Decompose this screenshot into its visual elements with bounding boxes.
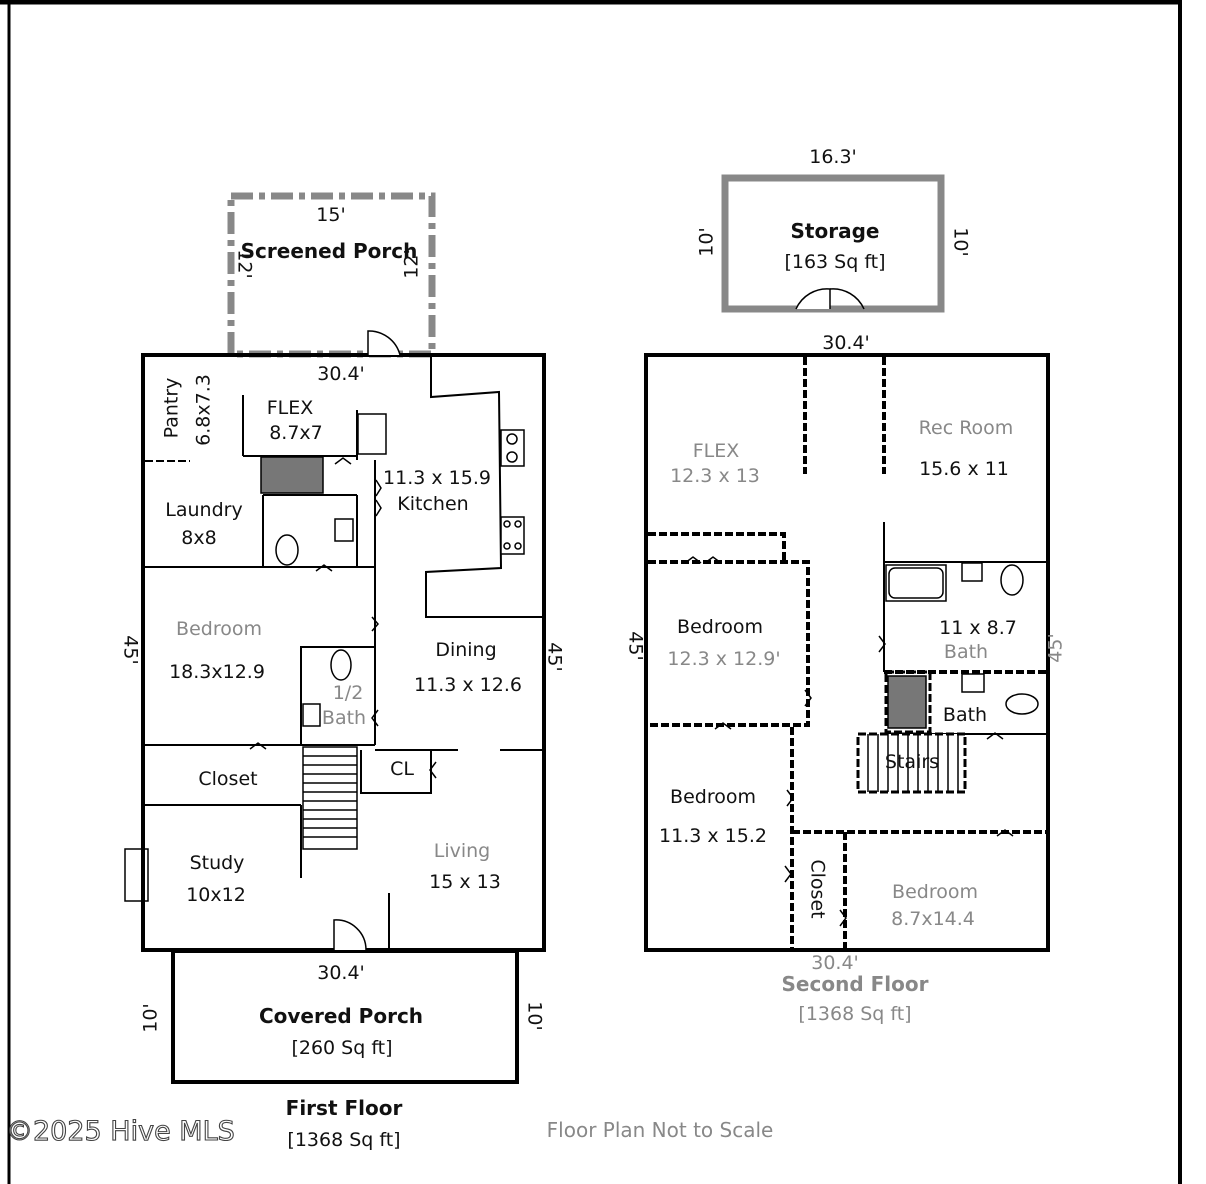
storage-left-dim: 10' [696, 227, 718, 256]
bedroom-c-label: Bedroom [892, 881, 978, 903]
first-floor-top-dim: 30.4' [317, 363, 365, 385]
watermark: ©2025 Hive MLS [6, 1116, 235, 1147]
half-bath-label-b: Bath [322, 707, 366, 729]
flex-label: FLEX [267, 397, 314, 419]
kitchen-size: 11.3 x 15.9 [383, 467, 491, 489]
screened-porch-left-dim: 12' [234, 249, 256, 278]
cl-label: CL [390, 758, 414, 780]
bedroom-size: 18.3x12.9 [169, 661, 265, 683]
bath-a-label: Bath [944, 641, 988, 663]
closet-label: Closet [198, 768, 257, 790]
rec-room-label: Rec Room [919, 417, 1014, 439]
covered-porch-label: Covered Porch [259, 1004, 423, 1028]
storage-right-dim: 10' [950, 227, 972, 256]
storage-top-dim: 16.3' [809, 146, 857, 168]
pantry-label: Pantry [161, 378, 183, 439]
second-floor-plan: 16.3' Storage [163 Sq ft] 10' 10' 30.4' … [625, 146, 1067, 1025]
closet-2-label: Closet [807, 859, 829, 918]
first-floor-area: [1368 Sq ft] [287, 1129, 400, 1151]
screened-porch-top-dim: 15' [316, 204, 345, 226]
storage-label: Storage [791, 219, 880, 243]
stairs-label: Stairs [885, 751, 939, 773]
living-size: 15 x 13 [429, 871, 501, 893]
study-label: Study [190, 852, 245, 874]
first-floor-plan: 15' Screened Porch 12' 12' 30.4' Pantry … [120, 192, 566, 1151]
bedroom-c-size: 8.7x14.4 [891, 908, 975, 930]
first-floor-left-dim: 45' [120, 635, 142, 664]
flex-size: 8.7x7 [269, 422, 323, 444]
second-floor-area: [1368 Sq ft] [798, 1003, 911, 1025]
kitchen-label: Kitchen [397, 493, 468, 515]
storage-area: [163 Sq ft] [784, 251, 885, 273]
study-size: 10x12 [186, 884, 246, 906]
half-bath-label-a: 1/2 [333, 682, 364, 704]
second-floor-title: Second Floor [782, 972, 929, 996]
living-label: Living [434, 840, 491, 862]
dining-size: 11.3 x 12.6 [414, 674, 522, 696]
covered-porch-area: [260 Sq ft] [291, 1037, 392, 1059]
bedroom-b-label: Bedroom [670, 786, 756, 808]
rec-room-size: 15.6 x 11 [919, 458, 1009, 480]
bedroom-a-label: Bedroom [677, 616, 763, 638]
dining-label: Dining [435, 639, 496, 661]
scale-note: Floor Plan Not to Scale [547, 1118, 774, 1142]
first-floor-bottom-dim: 30.4' [317, 962, 365, 984]
second-floor-right-dim: 45' [1045, 633, 1067, 662]
bath-b-label: Bath [943, 704, 987, 726]
bedroom-b-size: 11.3 x 15.2 [659, 825, 767, 847]
bedroom-label: Bedroom [176, 618, 262, 640]
flex-2-label: FLEX [693, 440, 740, 462]
covered-porch-left-dim: 10' [140, 1003, 162, 1032]
second-floor-top-dim: 30.4' [822, 332, 870, 354]
bedroom-a-size: 12.3 x 12.9' [667, 648, 780, 670]
first-floor-right-dim: 45' [544, 642, 566, 671]
laundry-size: 8x8 [181, 527, 216, 549]
screened-porch-label: Screened Porch [241, 239, 418, 263]
pantry-size: 6.8x7.3 [193, 374, 215, 446]
flex-2-size: 12.3 x 13 [670, 465, 760, 487]
covered-porch-right-dim: 10' [524, 1001, 546, 1030]
second-floor-bottom-dim: 30.4' [811, 952, 859, 974]
screened-porch-right-dim: 12' [401, 249, 423, 278]
second-floor-left-dim: 45' [625, 631, 647, 660]
bath-a-size: 11 x 8.7 [939, 617, 1017, 639]
laundry-label: Laundry [165, 499, 242, 521]
first-floor-title: First Floor [286, 1096, 403, 1120]
